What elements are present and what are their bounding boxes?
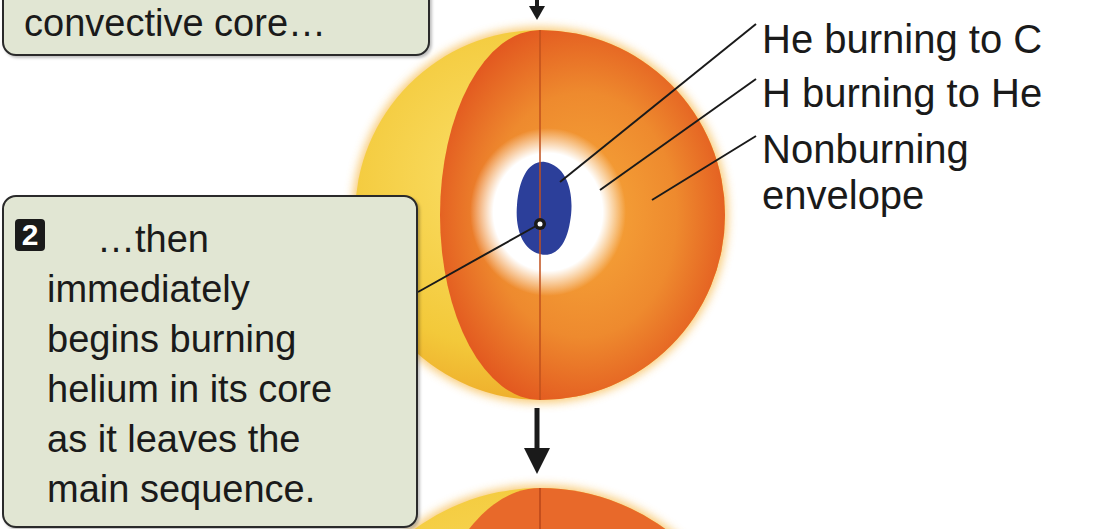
leader-lines — [418, 24, 756, 292]
callout-text: …then immediately begins burning helium … — [4, 197, 362, 524]
core-dot — [534, 218, 546, 230]
callout-number: 2 — [15, 219, 45, 251]
core-dot — [538, 222, 543, 227]
callout-box: 2…then immediately begins burning helium… — [2, 195, 418, 528]
part-label: H burning to He — [762, 70, 1092, 116]
callout-text: convective core… — [4, 0, 428, 52]
flow-arrow — [524, 408, 550, 474]
part-label: Nonburning envelope — [762, 126, 992, 218]
part-label: He burning to C — [762, 16, 1092, 62]
callout-box: convective core… — [2, 0, 430, 56]
flow-arrow — [529, 0, 545, 20]
